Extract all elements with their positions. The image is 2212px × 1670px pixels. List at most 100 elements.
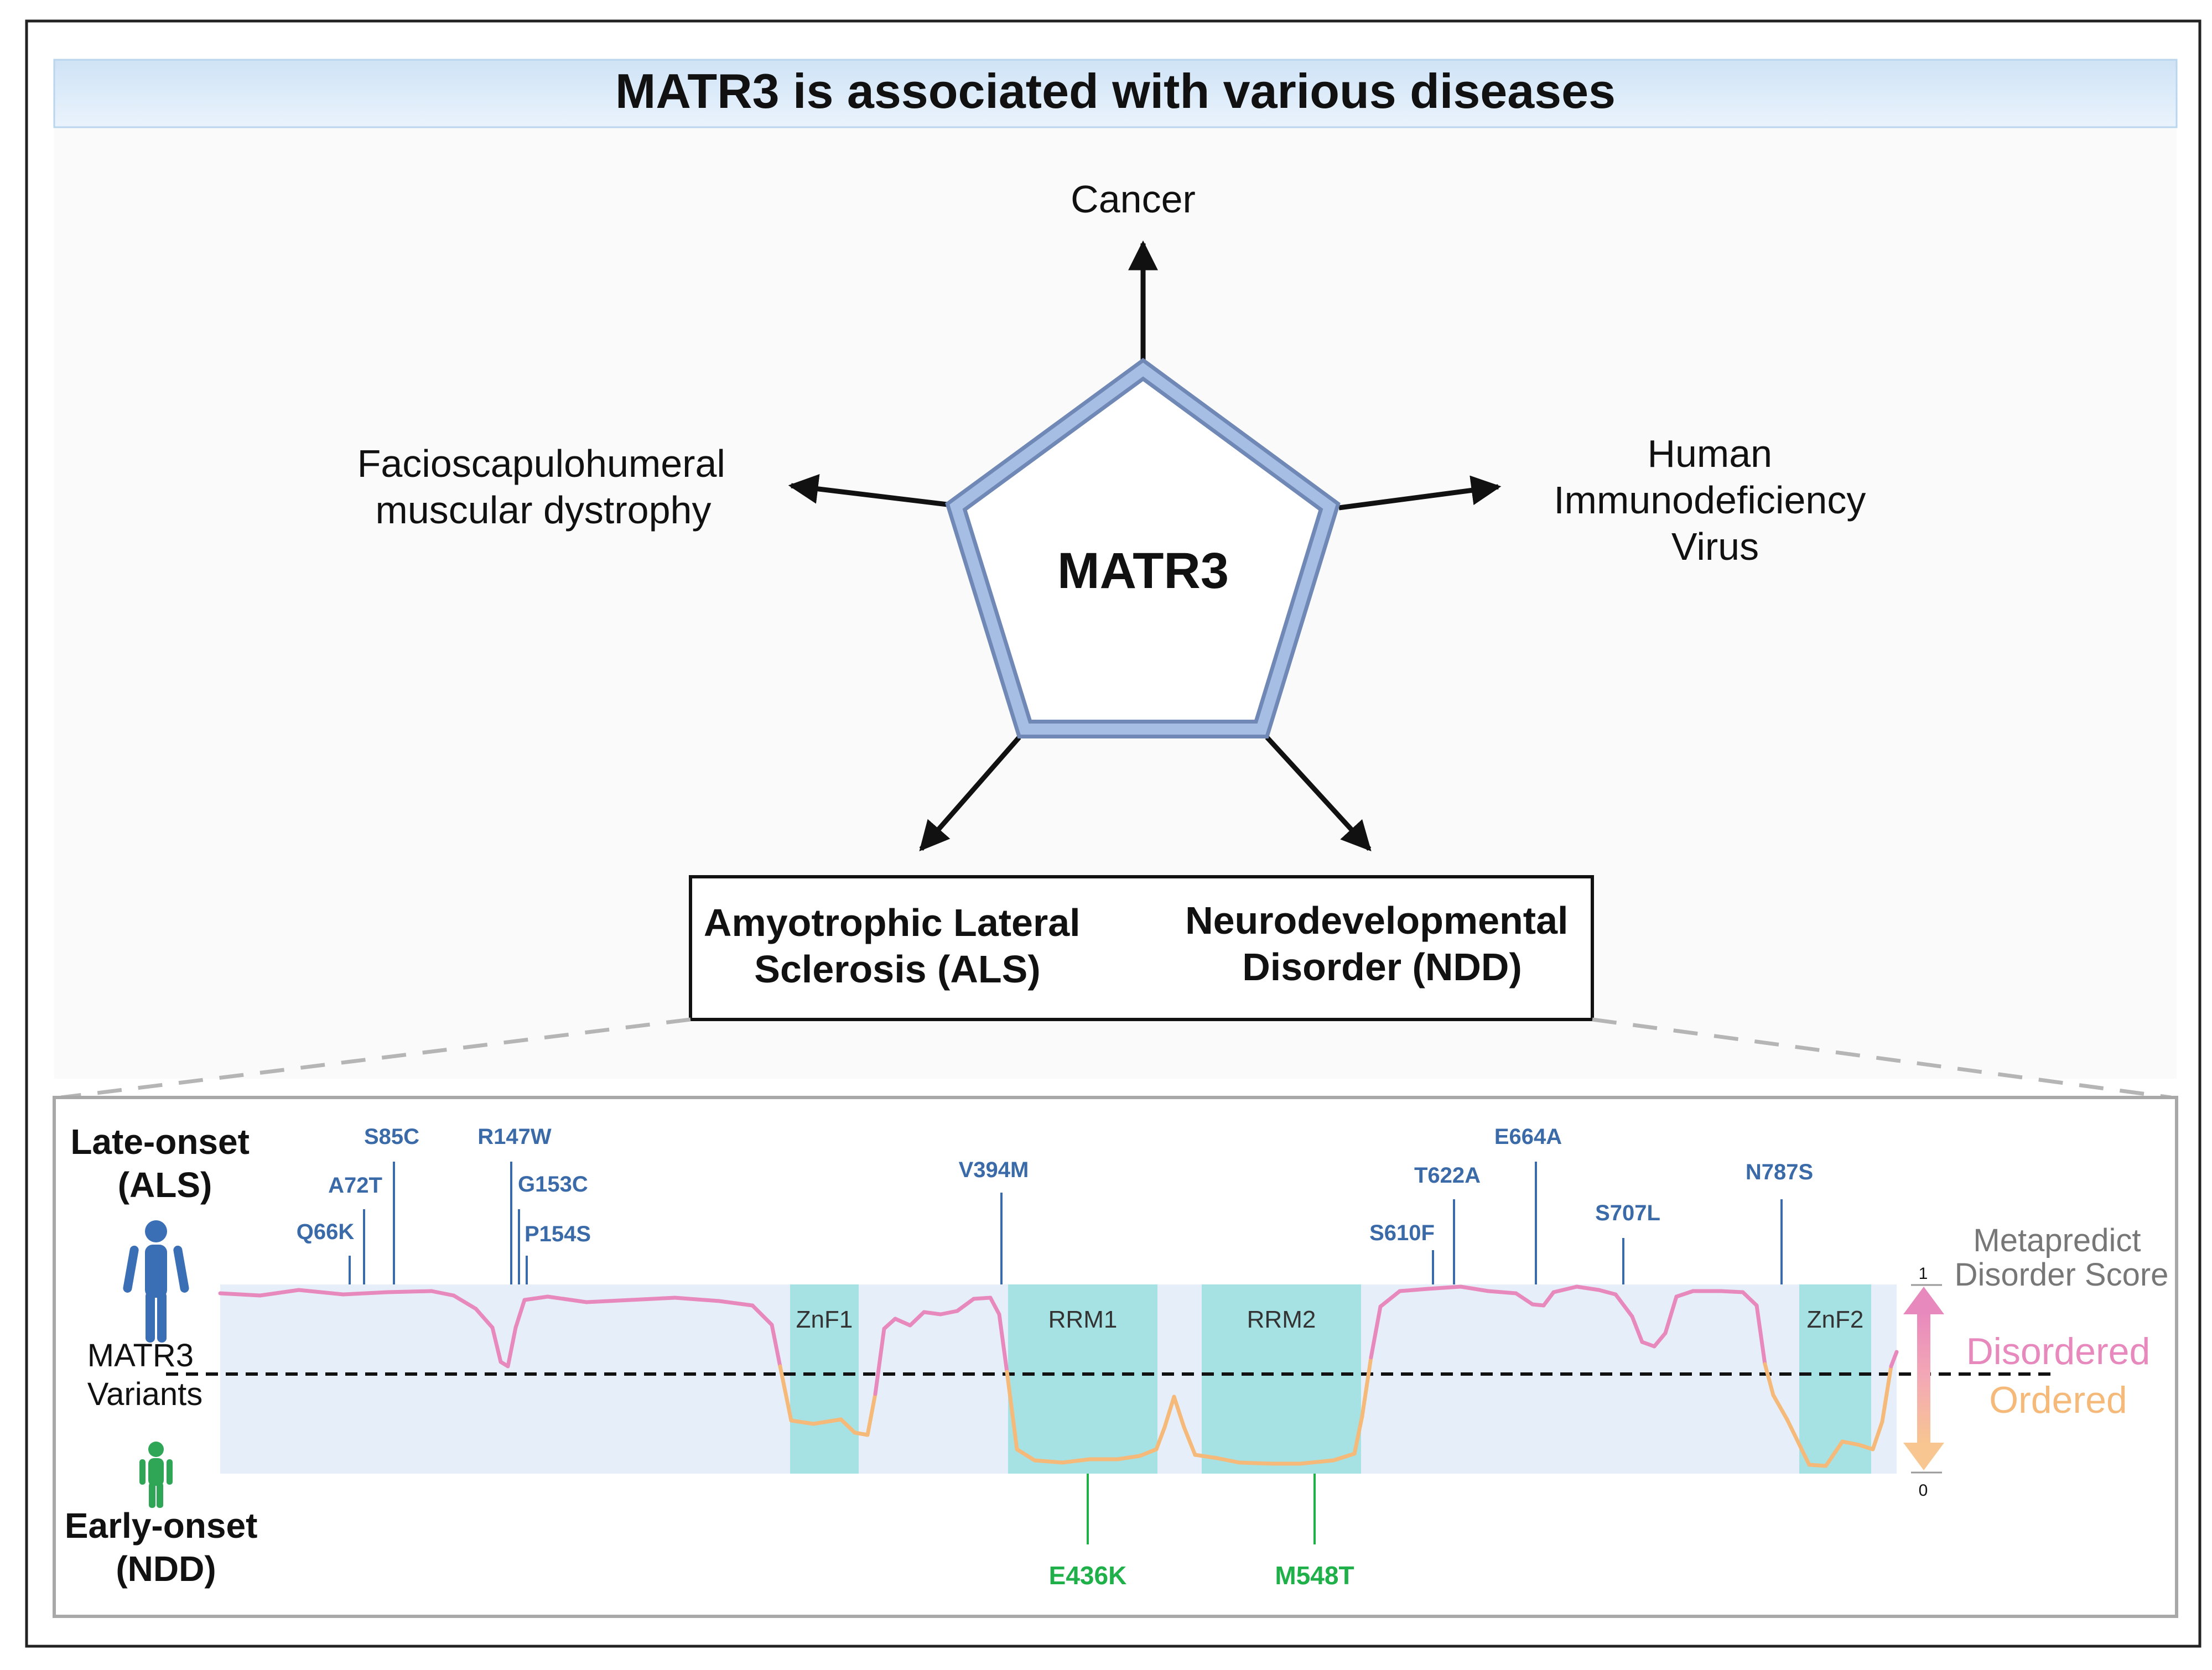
disorder-curve-segment	[1663, 1294, 1679, 1335]
arrow-to-hiv	[1338, 475, 1502, 511]
disorder-curve-segment	[908, 1310, 926, 1328]
disorder-curve-segment	[1182, 1425, 1197, 1457]
disorder-curve-segment	[1771, 1393, 1789, 1422]
disorder-curve-segment	[1162, 1395, 1176, 1429]
disorder-curve-segment	[853, 1430, 870, 1437]
fshd-line-2: muscular dystrophy	[376, 488, 712, 532]
disorder-curve-segment	[1298, 1458, 1336, 1466]
disorder-curve-segment	[1889, 1350, 1899, 1369]
disorder-curve-segment	[988, 1296, 1001, 1317]
disorder-curve-segment	[513, 1298, 527, 1330]
variant-label-r147w: R147W	[477, 1125, 552, 1149]
disorder-curve-segment	[1378, 1289, 1402, 1309]
disorder-curve-segment	[584, 1298, 633, 1304]
disorder-curve-segment	[972, 1296, 993, 1301]
disorder-curve-segment	[1060, 1457, 1092, 1465]
disorder-curve-segment	[882, 1317, 897, 1331]
disorder-curve-segment	[1824, 1439, 1845, 1468]
disorder-curve-segment	[778, 1364, 793, 1423]
disorder-curve-segment	[1840, 1439, 1861, 1447]
disorder-curve-segment	[218, 1291, 262, 1298]
disorder-curve-segment	[385, 1289, 434, 1294]
disorder-curve-segment	[341, 1290, 390, 1297]
disorder-curve-layer	[218, 1284, 1899, 1468]
arrow-to-als	[919, 736, 1021, 852]
disorder-curve-segment	[297, 1288, 345, 1297]
hiv-line-2: Immunodeficiency	[1554, 478, 1866, 522]
disorder-curve-segment	[873, 1326, 886, 1396]
domain-znf2	[1799, 1284, 1871, 1474]
disordered-label: Disordered	[1966, 1330, 2151, 1372]
disorder-curve-segment	[997, 1312, 1009, 1374]
child-person-icon	[139, 1442, 173, 1508]
disorder-curve-segment	[1005, 1370, 1019, 1452]
domain-label-rrm2: RRM2	[1247, 1306, 1316, 1333]
disorder-curve-segment	[629, 1296, 677, 1302]
disorder-curve-segment	[1652, 1331, 1668, 1349]
variant-label-e436k: E436K	[1049, 1561, 1127, 1590]
disorder-curve-segment	[490, 1325, 503, 1364]
disorder-curve-segment	[1718, 1289, 1745, 1294]
disorder-curve-segment	[1640, 1340, 1657, 1349]
disorder-curve-segment	[955, 1297, 976, 1313]
als-line-2: Sclerosis (ALS)	[754, 948, 1040, 991]
disorder-curve-segment	[1541, 1290, 1556, 1308]
disorder-curve-segment	[1754, 1303, 1767, 1366]
disorder-curve-segment	[1172, 1395, 1186, 1429]
variant-label-q66k: Q66K	[297, 1220, 355, 1244]
disorder-curve-segment	[429, 1289, 456, 1298]
disorder-curve-segment	[1398, 1287, 1430, 1293]
disorder-curve-segment	[1215, 1456, 1242, 1465]
disorder-curve-segment	[1015, 1447, 1037, 1463]
scale-arrow-down	[1903, 1443, 1944, 1470]
domain-rrm2	[1202, 1284, 1361, 1474]
figure-title: MATR3 is associated with various disease…	[615, 64, 1616, 118]
disorder-curve-segment	[922, 1310, 943, 1317]
disorder-curve-segment	[1597, 1288, 1618, 1297]
variant-label-s85c: S85C	[364, 1125, 419, 1149]
disorder-curve-segment	[1763, 1362, 1775, 1397]
disorder-curve-segment	[1352, 1414, 1364, 1456]
scale-arrow-shaft	[1917, 1312, 1930, 1445]
disorder-curve-segment	[811, 1417, 843, 1426]
disorder-curve-segment	[789, 1418, 816, 1426]
disorder-curve-segment	[506, 1325, 518, 1369]
fshd-line-1: Facioscapulohumeral	[357, 442, 725, 485]
matr3-variants-label: MATR3 Variants	[87, 1338, 202, 1412]
title-bar	[53, 59, 2178, 128]
disease-cancer: Cancer	[1071, 178, 1196, 221]
variant-label-t622a: T622A	[1414, 1163, 1481, 1188]
domain-label-rrm1: RRM1	[1048, 1306, 1118, 1333]
disorder-curve-segment	[750, 1303, 774, 1327]
disorder-curve-segment	[1237, 1460, 1275, 1466]
score-title-line-1: Metapredict	[1973, 1222, 2141, 1258]
ndd-line-1: Neurodevelopmental	[1185, 899, 1568, 942]
disorder-curve-segment	[1807, 1463, 1828, 1468]
variant-label-v394m: V394M	[959, 1158, 1029, 1182]
variant-label-g153c: G153C	[518, 1172, 588, 1196]
disorder-curve-segment	[1575, 1284, 1601, 1292]
disorder-curve-segment	[839, 1417, 857, 1435]
scale-min-label: 0	[1919, 1481, 1928, 1500]
disorder-curve-segment	[893, 1317, 912, 1328]
disorder-curve-segment	[258, 1288, 301, 1298]
score-title-line-2: Disorder Score	[1955, 1257, 2169, 1293]
cancer-text: Cancer	[1071, 178, 1196, 221]
variants-line-1: MATR3	[87, 1338, 194, 1374]
disorder-curve-segment	[1138, 1447, 1159, 1458]
zoom-line-right	[1592, 1017, 2172, 1100]
score-title: Metapredict Disorder Score	[1955, 1222, 2169, 1293]
disorder-curve-segment	[522, 1294, 550, 1302]
disorder-curve-segment	[673, 1296, 721, 1303]
early-onset-label: Early-onset (NDD)	[65, 1506, 267, 1589]
domain-znf1	[790, 1284, 859, 1474]
variant-label-e664a: E664A	[1494, 1125, 1562, 1149]
als-line-1: Amyotrophic Lateral	[704, 901, 1081, 944]
domain-rrm1	[1008, 1284, 1157, 1474]
disorder-curve-segment	[770, 1323, 782, 1369]
disorder-curve-segment	[1360, 1355, 1373, 1418]
disorder-curve-segment	[717, 1299, 755, 1308]
adult-person-icon	[123, 1220, 189, 1343]
disorder-curve-segment	[1369, 1304, 1383, 1360]
